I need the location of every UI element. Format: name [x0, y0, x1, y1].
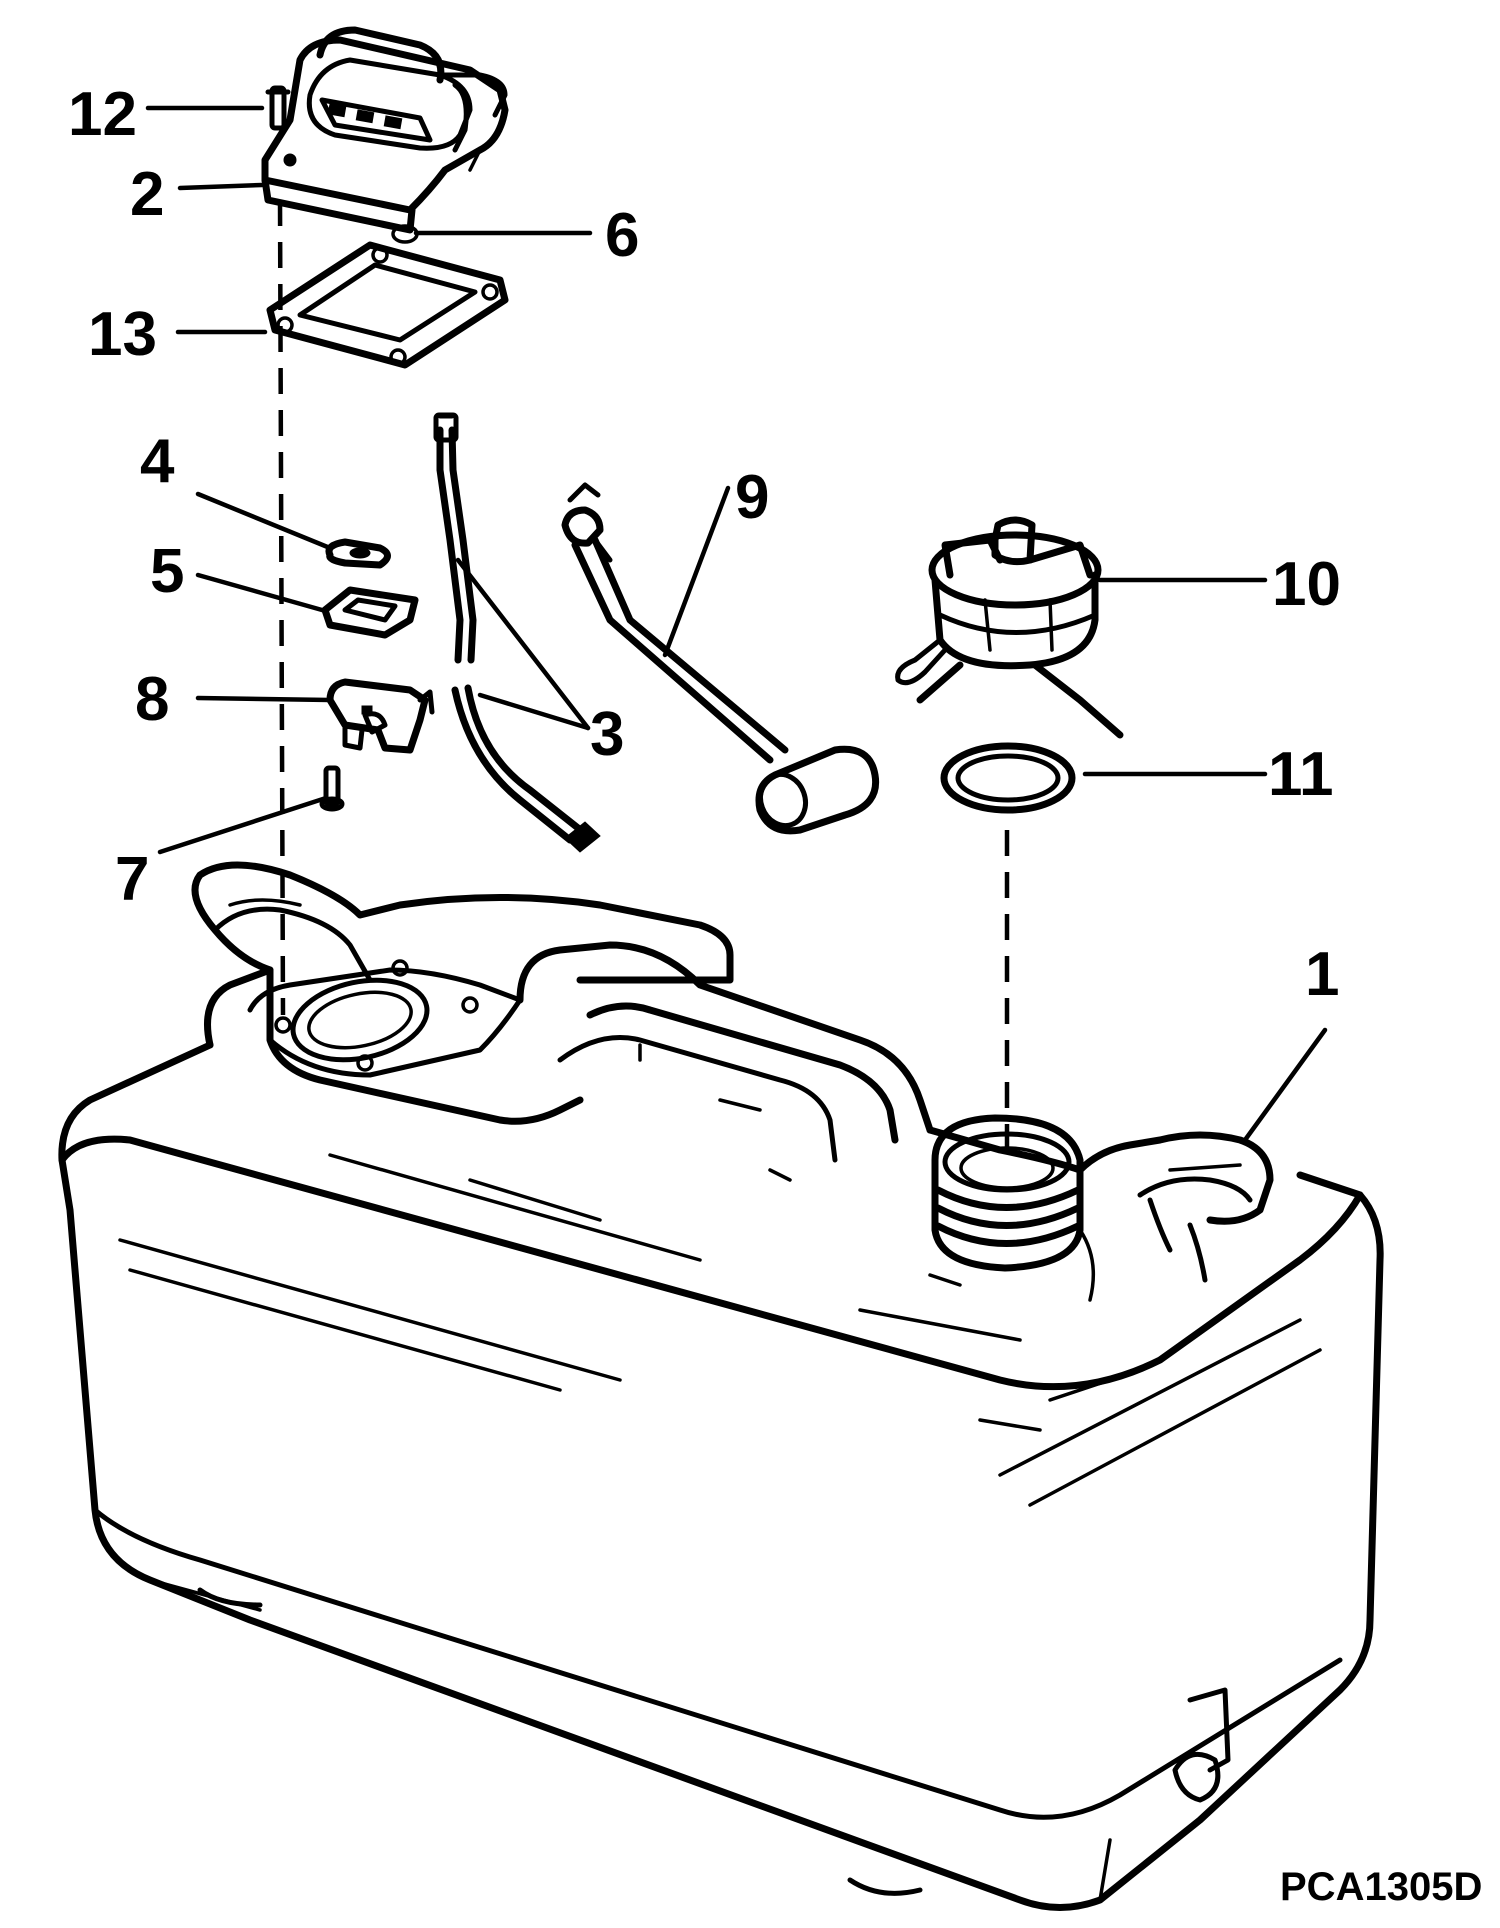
gasket-13	[266, 241, 509, 369]
seal-4	[325, 538, 391, 569]
o-ring-11	[940, 742, 1076, 814]
callout-3: 3	[590, 700, 624, 769]
fuel-tank	[58, 861, 1384, 1911]
callout-5: 5	[150, 537, 184, 606]
callout-labels: 12 2 6 13 4 5 8 7 3 9 10 11 1	[68, 80, 1341, 1009]
fuel-connector-cover	[261, 26, 509, 234]
callout-1: 1	[1305, 940, 1339, 1009]
valve-8	[326, 678, 435, 754]
callout-11: 11	[1268, 740, 1334, 809]
callout-7: 7	[115, 845, 149, 914]
fuel-hose-3	[433, 412, 601, 853]
callout-8: 8	[135, 665, 169, 734]
screw-7	[319, 765, 345, 812]
figure-code: PCA1305D	[1280, 1865, 1482, 1909]
callout-12: 12	[68, 80, 137, 149]
filler-cap-10	[895, 516, 1124, 739]
filler-neck	[928, 1114, 1084, 1287]
callout-4: 4	[140, 427, 175, 496]
assembly-line-left	[277, 199, 286, 1016]
fuel-gauge-9	[561, 482, 880, 835]
callout-10: 10	[1272, 550, 1341, 619]
callout-2: 2	[130, 160, 164, 229]
callout-6: 6	[605, 201, 639, 270]
callout-9: 9	[735, 463, 769, 532]
leader-lines	[145, 105, 1328, 1143]
callout-13: 13	[88, 300, 157, 369]
gasket-5	[321, 586, 419, 639]
screw-12	[265, 85, 291, 131]
